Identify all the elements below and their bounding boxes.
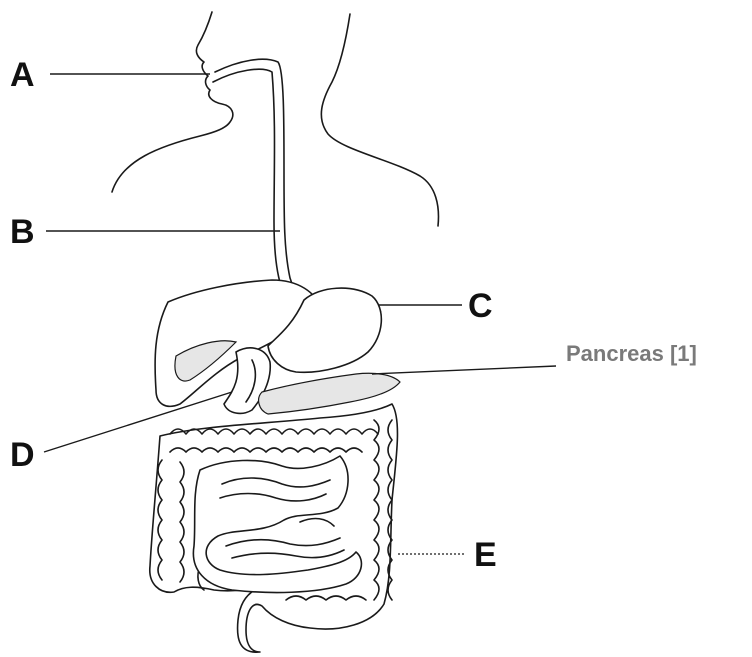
label-c: C [468, 287, 493, 325]
large-intestine [150, 404, 398, 652]
label-b: B [10, 213, 35, 251]
label-a: A [10, 56, 35, 94]
label-d: D [10, 436, 35, 474]
body-outline [112, 12, 438, 226]
leader-pancreas [372, 366, 556, 374]
label-e: E [474, 536, 497, 574]
pancreas [259, 373, 400, 414]
label-pancreas: Pancreas [1] [566, 341, 697, 366]
